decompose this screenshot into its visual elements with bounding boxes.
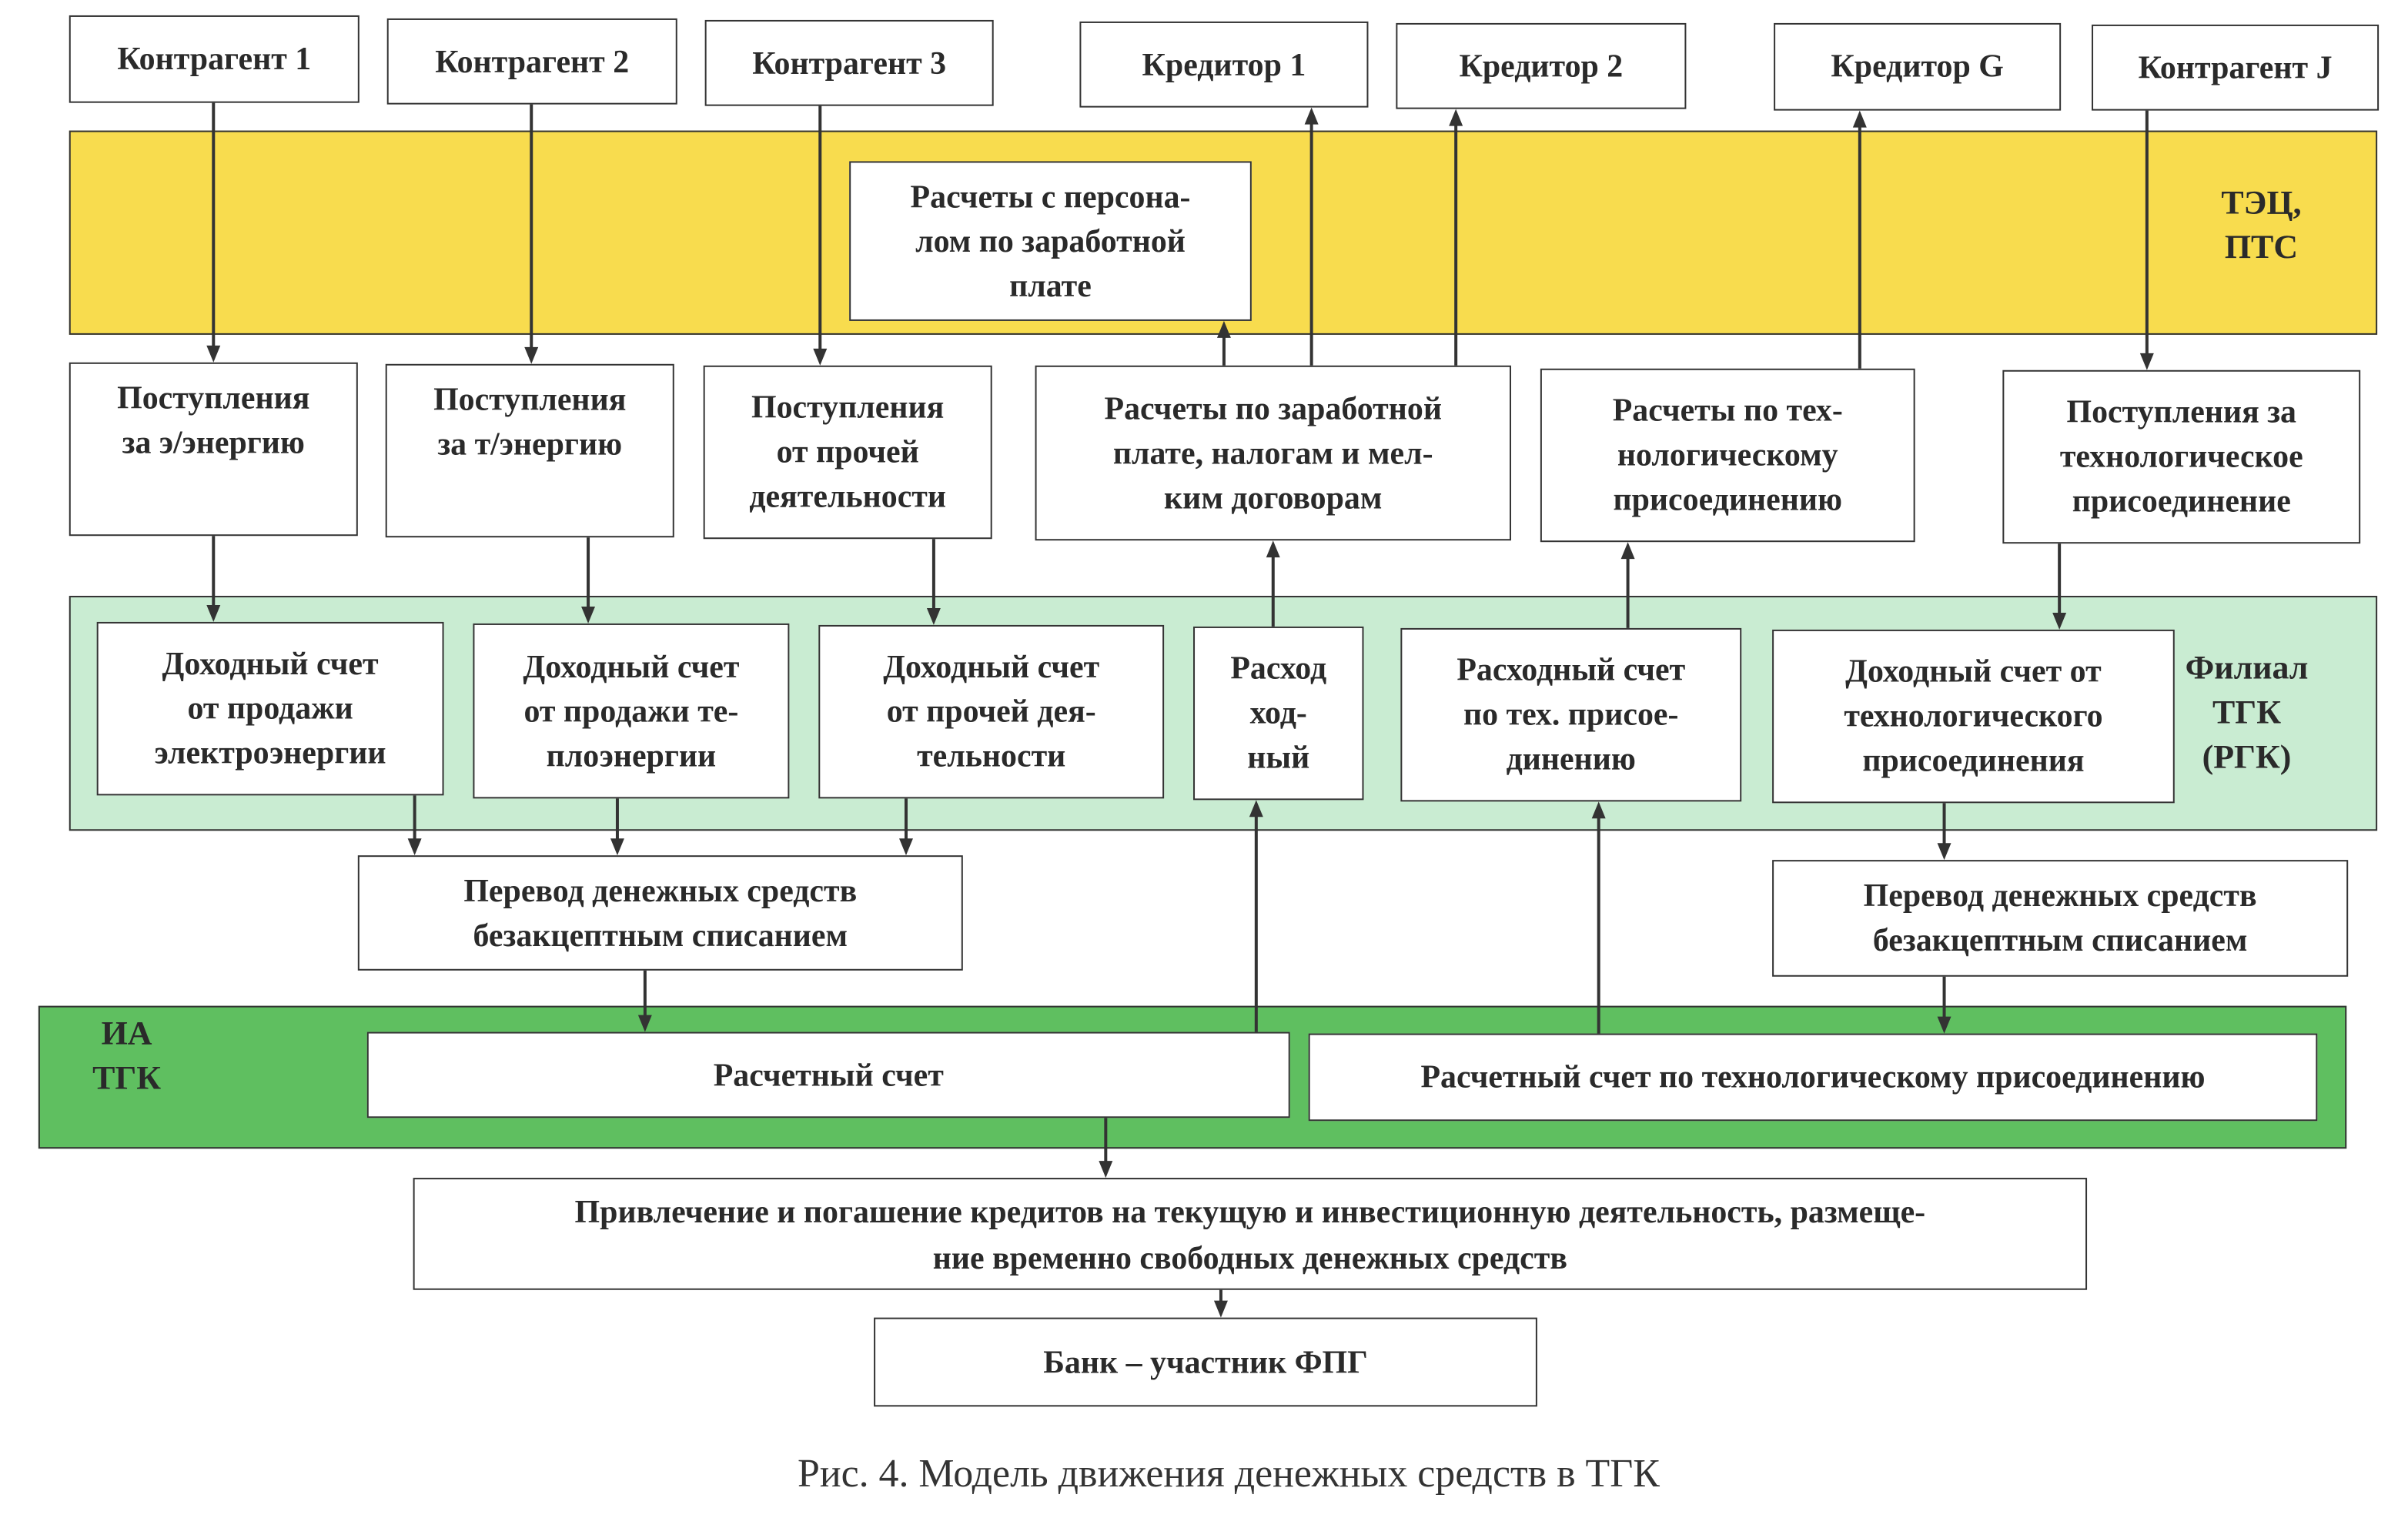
flow-arrow [813, 105, 828, 366]
salary-box: Расчеты с персона- лом по заработной пла… [849, 161, 1252, 321]
filial-income-other: Доходный счет от прочей дея- тельности [818, 624, 1165, 799]
ia-label: ИА ТГК [92, 1013, 162, 1097]
flow-arrow [637, 970, 652, 1032]
row2-electricity: Поступления за э/энергию [69, 362, 358, 537]
tec-label: ТЭЦ, ПТС [2221, 182, 2302, 266]
counterparty-2: Контрагент 2 [386, 18, 677, 105]
flow-arrow [581, 537, 596, 624]
row2-salary: Расчеты по заработной плате, налогам и м… [1035, 365, 1511, 541]
flow-arrow [206, 536, 221, 622]
filial-expense-tech: Расходный счет по тех. присое- динению [1400, 627, 1742, 802]
flow-arrow [1937, 803, 1951, 861]
row2-heat: Поступления за т/энергию [385, 363, 674, 538]
flow-arrow [1852, 110, 1867, 369]
flow-arrow [899, 798, 913, 856]
transfer-1: Перевод денежных средств безакцептным сп… [357, 855, 963, 971]
settlement-account: Расчетный счет [366, 1031, 1290, 1118]
flow-arrow [1249, 800, 1263, 1032]
bank-box: Банк – участник ФПГ [874, 1317, 1537, 1407]
flow-arrow [1266, 540, 1280, 627]
row2-tech-payments: Расчеты по тех- нологическому присоедине… [1540, 368, 1915, 543]
flow-arrow [926, 539, 941, 625]
flow-arrow [610, 798, 624, 856]
flow-arrow [1213, 1289, 1228, 1318]
flow-arrow [1620, 542, 1635, 628]
filial-expense: Расход ход- ный [1193, 626, 1364, 801]
flow-arrow [1304, 107, 1319, 366]
flow-arrow [407, 795, 422, 856]
flow-arrow [1449, 109, 1463, 366]
figure-caption: Рис. 4. Модель движения денежных средств… [797, 1451, 1660, 1496]
flow-arrow [206, 102, 221, 363]
settlement-account-tech: Расчетный счет по технологическому присо… [1308, 1033, 2318, 1122]
counterparty-j: Контрагент J [2092, 24, 2380, 111]
flow-arrow [2139, 110, 2154, 370]
row2-other: Поступления от прочей деятельности [703, 365, 992, 540]
filial-income-heat: Доходный счет от продажи те- плоэнергии [473, 623, 790, 799]
flow-arrow [1216, 320, 1231, 366]
counterparty-3: Контрагент 3 [704, 19, 994, 106]
credit-box: Привлечение и погашение кредитов на теку… [413, 1178, 2088, 1290]
row2-tech-receipts: Поступления за технологическое присоедин… [2002, 369, 2361, 544]
transfer-2: Перевод денежных средств безакцептным сп… [1772, 860, 2349, 977]
filial-label: Филиал ТГК (РГК) [2185, 647, 2309, 776]
filial-income-electricity: Доходный счет от продажи электроэнергии [96, 621, 444, 796]
creditor-1: Кредитор 1 [1079, 21, 1369, 108]
flow-arrow [2052, 543, 2067, 630]
creditor-g: Кредитор G [1774, 22, 2062, 111]
flow-arrow [1937, 976, 1951, 1034]
filial-income-tech: Доходный счет от технологического присое… [1772, 629, 2175, 804]
flow-arrow [524, 104, 539, 364]
flow-arrow [1591, 801, 1606, 1034]
flow-arrow [1099, 1118, 1113, 1179]
creditor-2: Кредитор 2 [1396, 22, 1687, 109]
counterparty-1: Контрагент 1 [69, 15, 360, 103]
